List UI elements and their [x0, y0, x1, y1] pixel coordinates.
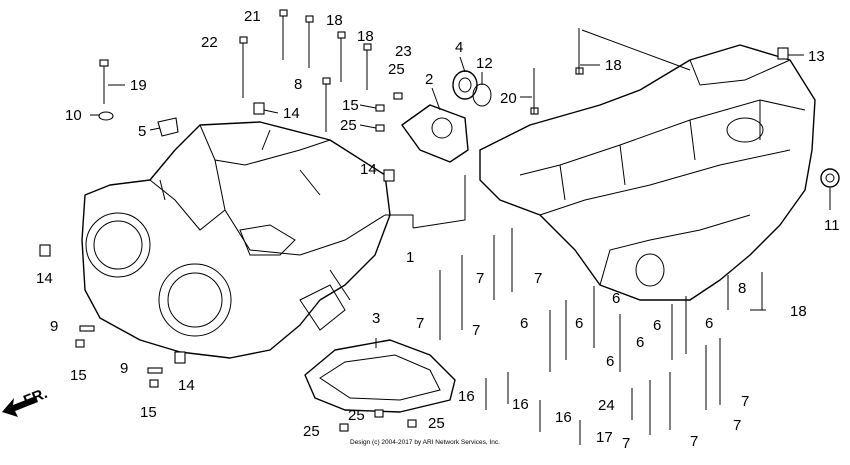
lower-crankcase — [479, 44, 816, 301]
callout-5: 5 — [138, 123, 146, 140]
leader-lines — [90, 29, 831, 348]
callout-10: 10 — [65, 107, 82, 124]
front-direction-label: FR. — [21, 385, 50, 410]
callout-8: 8 — [294, 76, 302, 93]
callout-6: 6 — [653, 317, 661, 334]
callout-7: 7 — [741, 393, 749, 410]
callout-15: 15 — [70, 367, 87, 384]
callout-16: 16 — [555, 409, 572, 426]
callout-7: 7 — [733, 417, 741, 434]
callout-14: 14 — [178, 377, 195, 394]
callout-24: 24 — [598, 397, 615, 414]
seal-11 — [820, 168, 840, 188]
callout-6: 6 — [705, 315, 713, 332]
callout-25: 25 — [303, 423, 320, 440]
callout-9: 9 — [120, 360, 128, 377]
callout-25: 25 — [428, 415, 445, 432]
callout-7: 7 — [416, 315, 424, 332]
callout-18: 18 — [357, 28, 374, 45]
callout-20: 20 — [500, 90, 517, 107]
callout-3: 3 — [372, 310, 380, 327]
callout-6: 6 — [575, 315, 583, 332]
oil-pan — [304, 339, 456, 413]
callout-7: 7 — [534, 270, 542, 287]
callout-7: 7 — [690, 433, 698, 450]
callout-16: 16 — [458, 388, 475, 405]
callout-6: 6 — [520, 315, 528, 332]
ring-12 — [472, 83, 492, 107]
callout-15: 15 — [342, 97, 359, 114]
callout-1: 1 — [406, 249, 414, 266]
callout-6: 6 — [612, 290, 620, 307]
callout-15: 15 — [140, 404, 157, 421]
callout-18: 18 — [326, 12, 343, 29]
callout-2: 2 — [425, 71, 433, 88]
callout-18: 18 — [605, 57, 622, 74]
callout-18: 18 — [790, 303, 807, 320]
upper-crankcase — [81, 121, 391, 359]
callout-9: 9 — [50, 318, 58, 335]
callout-25: 25 — [348, 407, 365, 424]
bolts — [39, 9, 789, 445]
callout-8: 8 — [738, 280, 746, 297]
callout-14: 14 — [283, 105, 300, 122]
callout-4: 4 — [455, 39, 463, 56]
callout-7: 7 — [476, 270, 484, 287]
callout-16: 16 — [512, 396, 529, 413]
copyright-notice: Design (c) 2004-2017 by ARI Network Serv… — [350, 439, 500, 446]
callout-7: 7 — [622, 435, 630, 452]
cover-2 — [401, 104, 469, 163]
callout-22: 22 — [201, 34, 218, 51]
callout-7: 7 — [472, 322, 480, 339]
front-arrow: FR. — [2, 385, 50, 417]
callout-11: 11 — [824, 217, 840, 234]
callout-25: 25 — [340, 117, 357, 134]
callout-25: 25 — [388, 61, 405, 78]
callout-14: 14 — [360, 161, 377, 178]
callout-21: 21 — [244, 8, 261, 25]
callout-12: 12 — [476, 55, 493, 72]
callout-labels: 21 18 18 22 23 4 12 8 25 2 13 18 19 20 1… — [36, 8, 840, 452]
callout-6: 6 — [636, 334, 644, 351]
callout-23: 23 — [395, 43, 412, 60]
callout-14: 14 — [36, 270, 53, 287]
callout-17: 17 — [596, 429, 613, 446]
callout-19: 19 — [130, 77, 147, 94]
cap-4 — [452, 70, 478, 100]
callout-6: 6 — [606, 353, 614, 370]
callout-13: 13 — [808, 48, 825, 65]
